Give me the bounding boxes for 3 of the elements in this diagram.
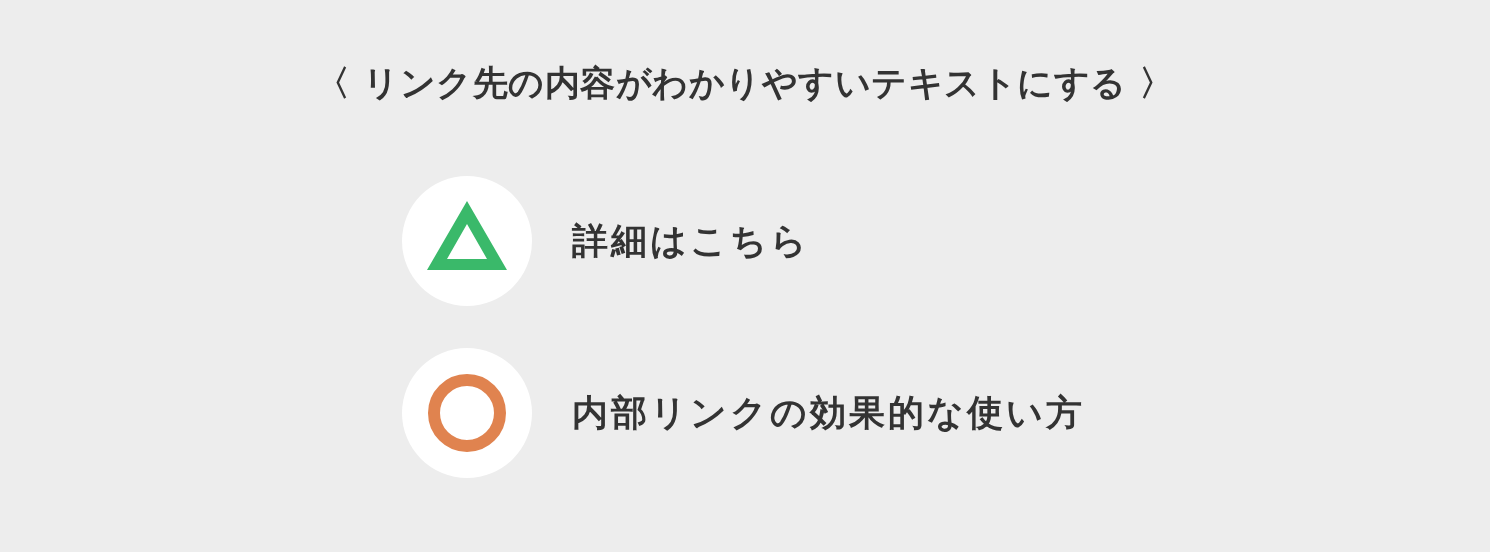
title: 〈 リンク先の内容がわかりやすいテキストにする 〉 [314, 62, 1176, 105]
link-text: 内部リンクの効果的な使い方 [572, 391, 1085, 435]
link-text: 詳細はこちら [572, 219, 810, 263]
